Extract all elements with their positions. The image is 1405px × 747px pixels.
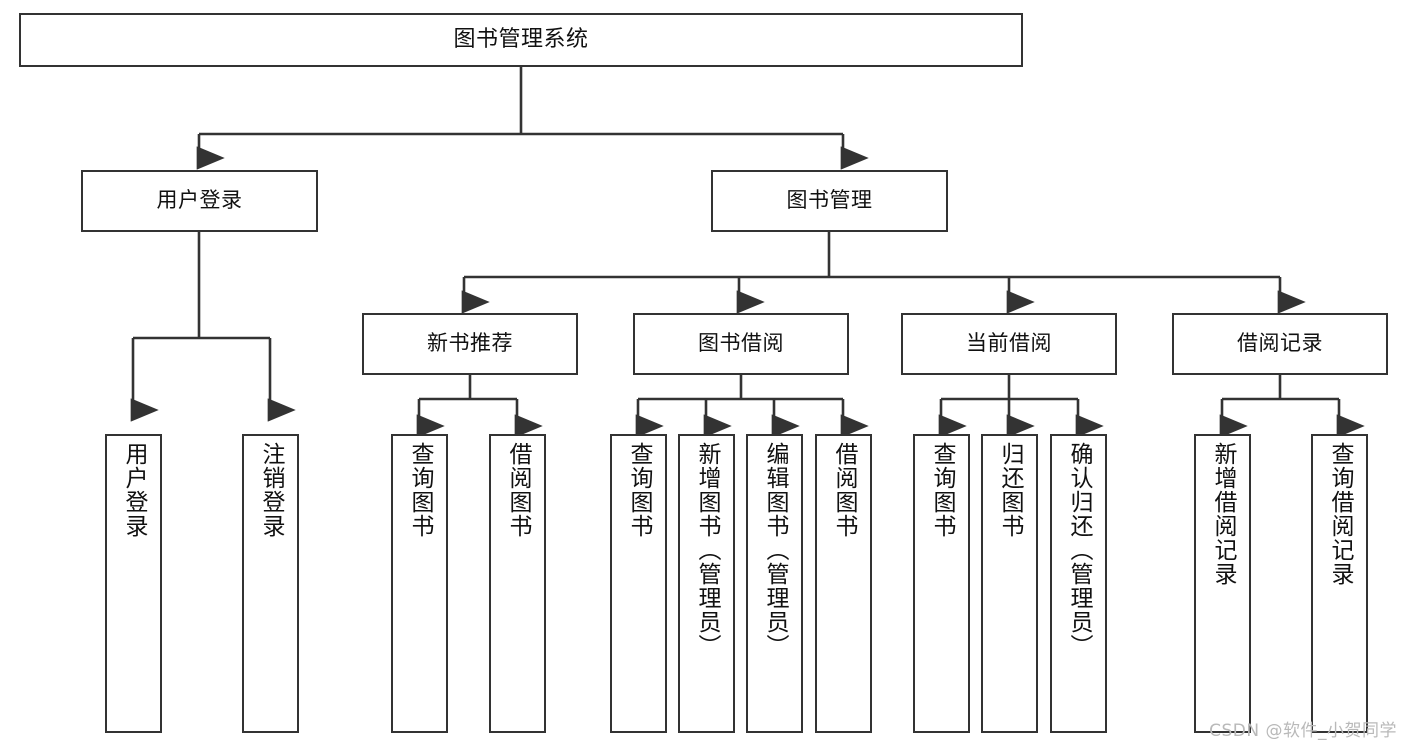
node-borrow-record[interactable]: 借阅记录 [1172,313,1388,375]
node-label: 用户登录 [156,188,243,213]
leaf-new-book-query[interactable]: 查询图书 [391,434,448,733]
node-label: 图书管理 [786,188,873,213]
node-label: 注销登录 [258,442,284,538]
node-label: 借阅图书 [831,442,857,538]
node-label: 借阅记录 [1237,331,1323,356]
leaf-book-borrow-add[interactable]: 新增图书（管理员） [678,434,735,733]
node-label: 归还图书 [997,442,1023,538]
node-label: 新增借阅记录 [1210,442,1236,586]
node-user-login[interactable]: 用户登录 [81,170,318,232]
leaf-current-borrow-query[interactable]: 查询图书 [913,434,970,733]
node-book-management-system[interactable]: 图书管理系统 [19,13,1023,67]
leaf-current-borrow-confirm-return[interactable]: 确认归还（管理员） [1050,434,1107,733]
leaf-book-borrow-borrow[interactable]: 借阅图书 [815,434,872,733]
node-label: 图书借阅 [698,331,784,356]
node-label: 查询图书 [407,442,433,538]
node-label: 用户登录 [121,442,147,538]
leaf-borrow-record-query[interactable]: 查询借阅记录 [1311,434,1368,733]
leaf-user-login-login[interactable]: 用户登录 [105,434,162,733]
leaf-user-login-logout[interactable]: 注销登录 [242,434,299,733]
leaf-borrow-record-add[interactable]: 新增借阅记录 [1194,434,1251,733]
node-new-book-recommend[interactable]: 新书推荐 [362,313,578,375]
node-label: 当前借阅 [966,331,1052,356]
node-book-management[interactable]: 图书管理 [711,170,948,232]
node-label: 查询图书 [929,442,955,538]
node-label: 查询借阅记录 [1327,442,1353,586]
node-label: 图书管理系统 [453,26,589,52]
watermark: CSDN @软件_小贺同学 [1209,721,1397,741]
node-label: 借阅图书 [505,442,531,538]
node-book-borrow[interactable]: 图书借阅 [633,313,849,375]
node-label: 查询图书 [626,442,652,538]
node-current-borrow[interactable]: 当前借阅 [901,313,1117,375]
leaf-new-book-borrow[interactable]: 借阅图书 [489,434,546,733]
leaf-book-borrow-edit[interactable]: 编辑图书（管理员） [746,434,803,733]
node-label: 编辑图书（管理员） [762,442,788,658]
leaf-book-borrow-query[interactable]: 查询图书 [610,434,667,733]
leaf-current-borrow-return[interactable]: 归还图书 [981,434,1038,733]
node-label: 新书推荐 [427,331,513,356]
node-label: 新增图书（管理员） [694,442,720,658]
node-label: 确认归还（管理员） [1066,442,1092,658]
